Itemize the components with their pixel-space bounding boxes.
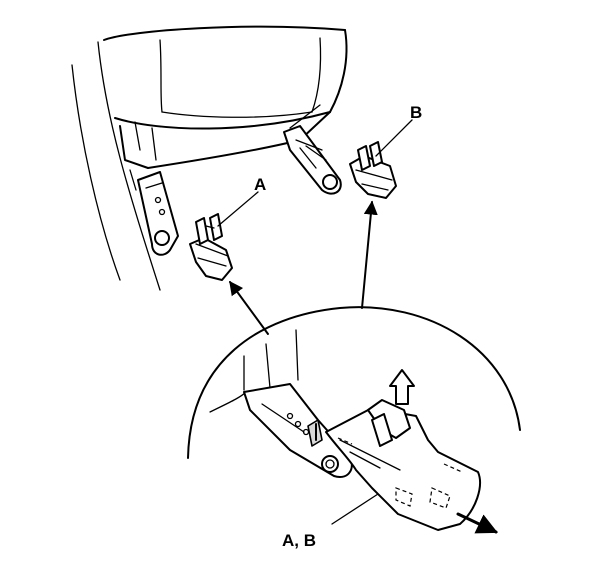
- clip-a: [189, 213, 233, 281]
- clip-b: [349, 141, 397, 199]
- arrow-to-clip-a: [229, 280, 269, 335]
- label-detail: A, B: [282, 531, 316, 550]
- removal-arrow-icon: [456, 512, 498, 534]
- release-arrow-icon: [389, 369, 415, 405]
- leader-line-detail: [331, 493, 379, 525]
- detail-clip: [325, 399, 481, 531]
- leader-line-b: [375, 119, 413, 157]
- label-b: B: [410, 103, 422, 122]
- seat-outline: [71, 25, 348, 291]
- leader-line-a: [217, 191, 259, 227]
- left-seat-bracket: [129, 169, 179, 256]
- label-a: A: [254, 175, 266, 194]
- arrow-to-clip-b: [361, 200, 378, 309]
- detail-circle: [187, 306, 521, 459]
- right-seat-bracket: [283, 125, 342, 195]
